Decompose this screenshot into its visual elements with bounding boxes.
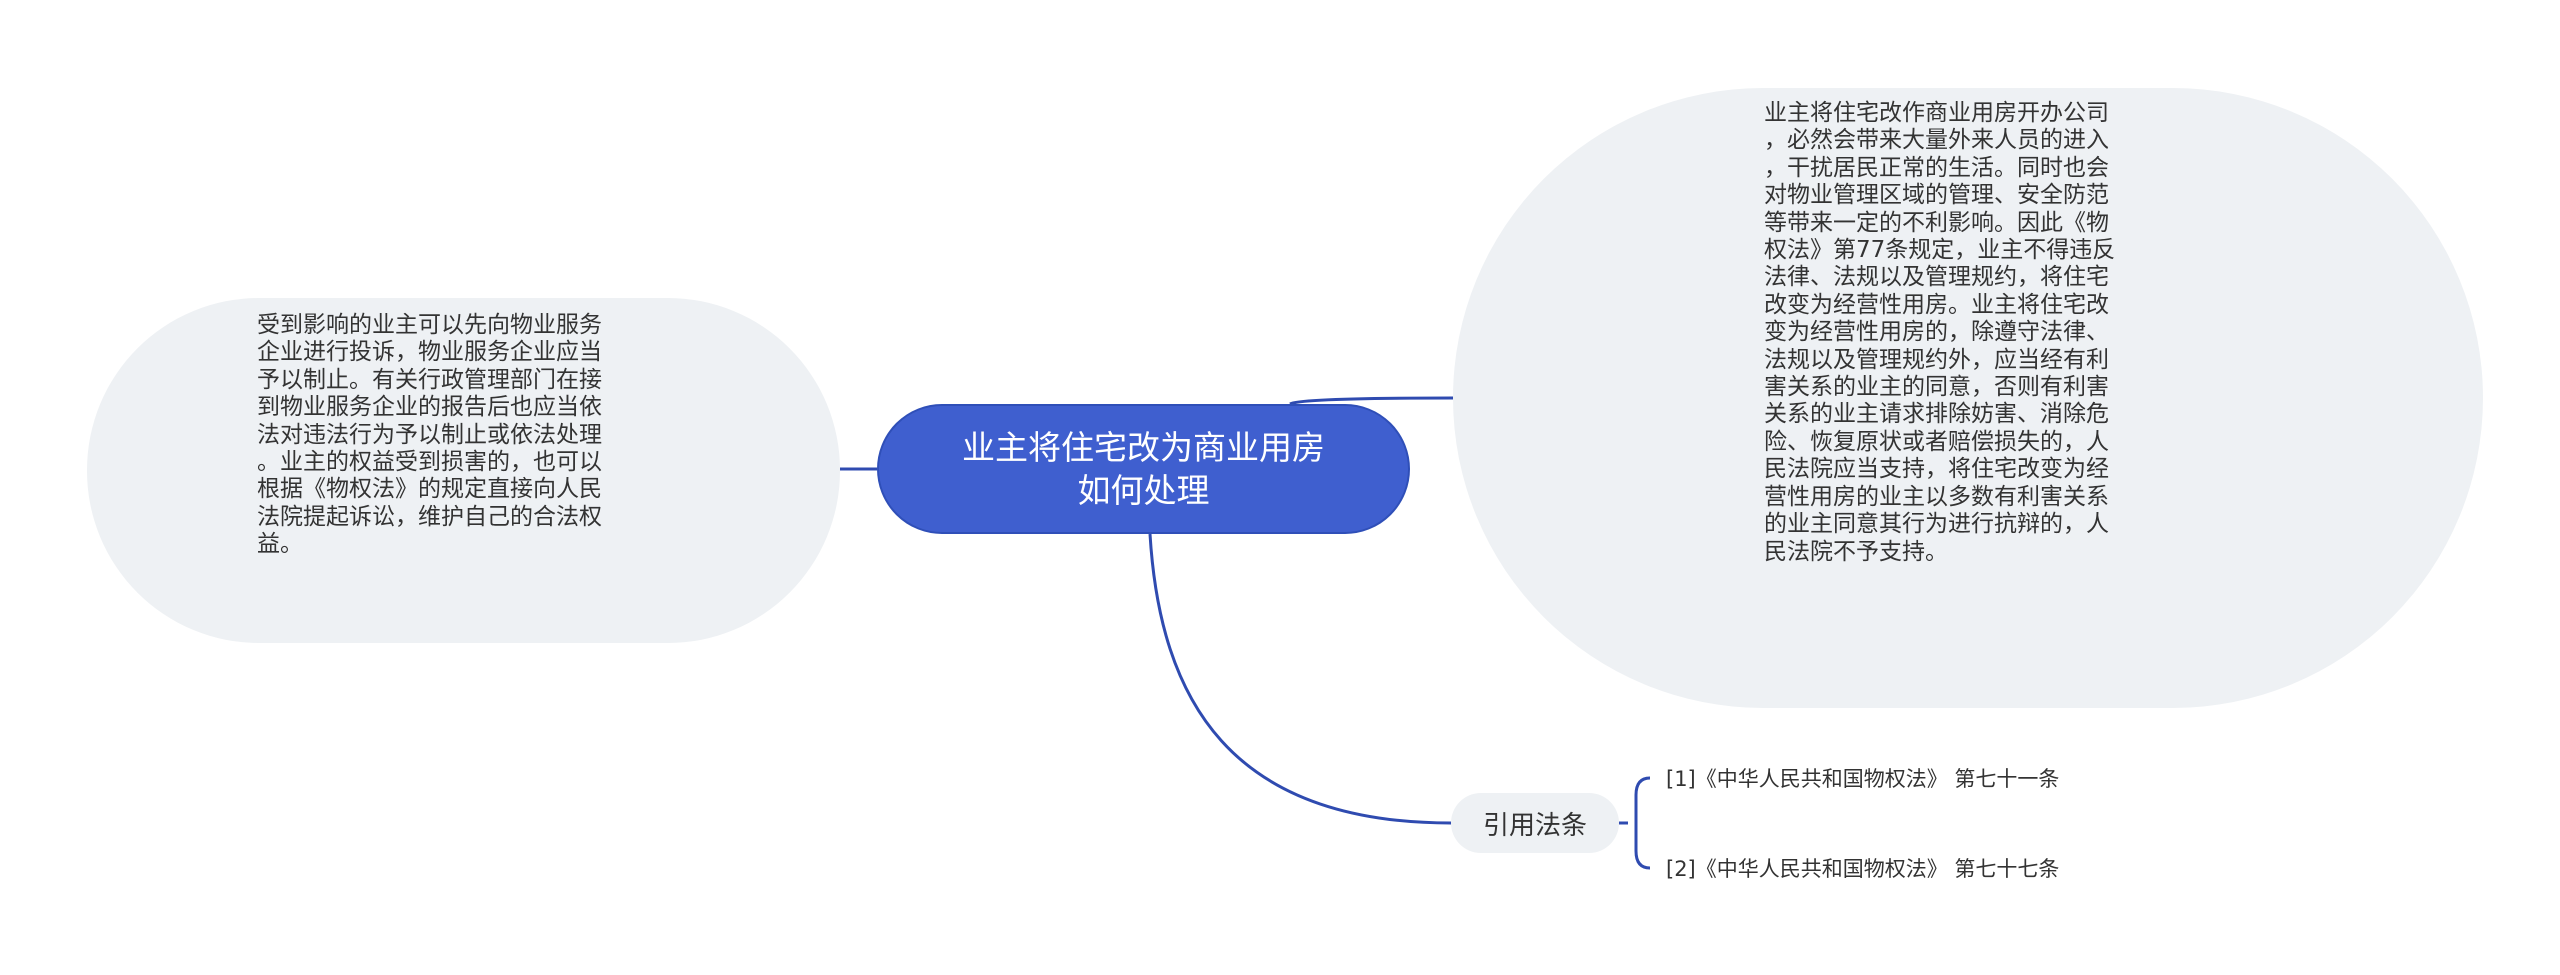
left-topic-node[interactable]: 受到影响的业主可以先向物业服务 企业进行投诉，物业服务企业应当 予以制止。有关行…	[87, 298, 840, 643]
right-topic-node[interactable]: 业主将住宅改作商业用房开办公司 ，必然会带来大量外来人员的进入 ，干扰居民正常的…	[1453, 88, 2483, 708]
connector-center-ref	[1148, 533, 1452, 825]
cited-law-item[interactable]: [2]《中华人民共和国物权法》 第七十七条	[1666, 857, 2060, 881]
cited-law-label: 引用法条	[1482, 810, 1587, 841]
connector-center-right	[1289, 396, 1454, 406]
left-topic-text: 受到影响的业主可以先向物业服务 企业进行投诉，物业服务企业应当 予以制止。有关行…	[257, 312, 602, 558]
cited-law-node[interactable]: 引用法条	[1451, 793, 1619, 853]
right-topic-text: 业主将住宅改作商业用房开办公司 ，必然会带来大量外来人员的进入 ，干扰居民正常的…	[1764, 100, 2116, 565]
cited-law-item[interactable]: [1]《中华人民共和国物权法》 第七十一条	[1666, 767, 2060, 791]
central-topic-node[interactable]: 业主将住宅改为商业用房 如何处理	[877, 404, 1410, 534]
central-topic-text: 业主将住宅改为商业用房 如何处理	[962, 428, 1325, 510]
connector-ref-bracket	[1619, 776, 1651, 870]
